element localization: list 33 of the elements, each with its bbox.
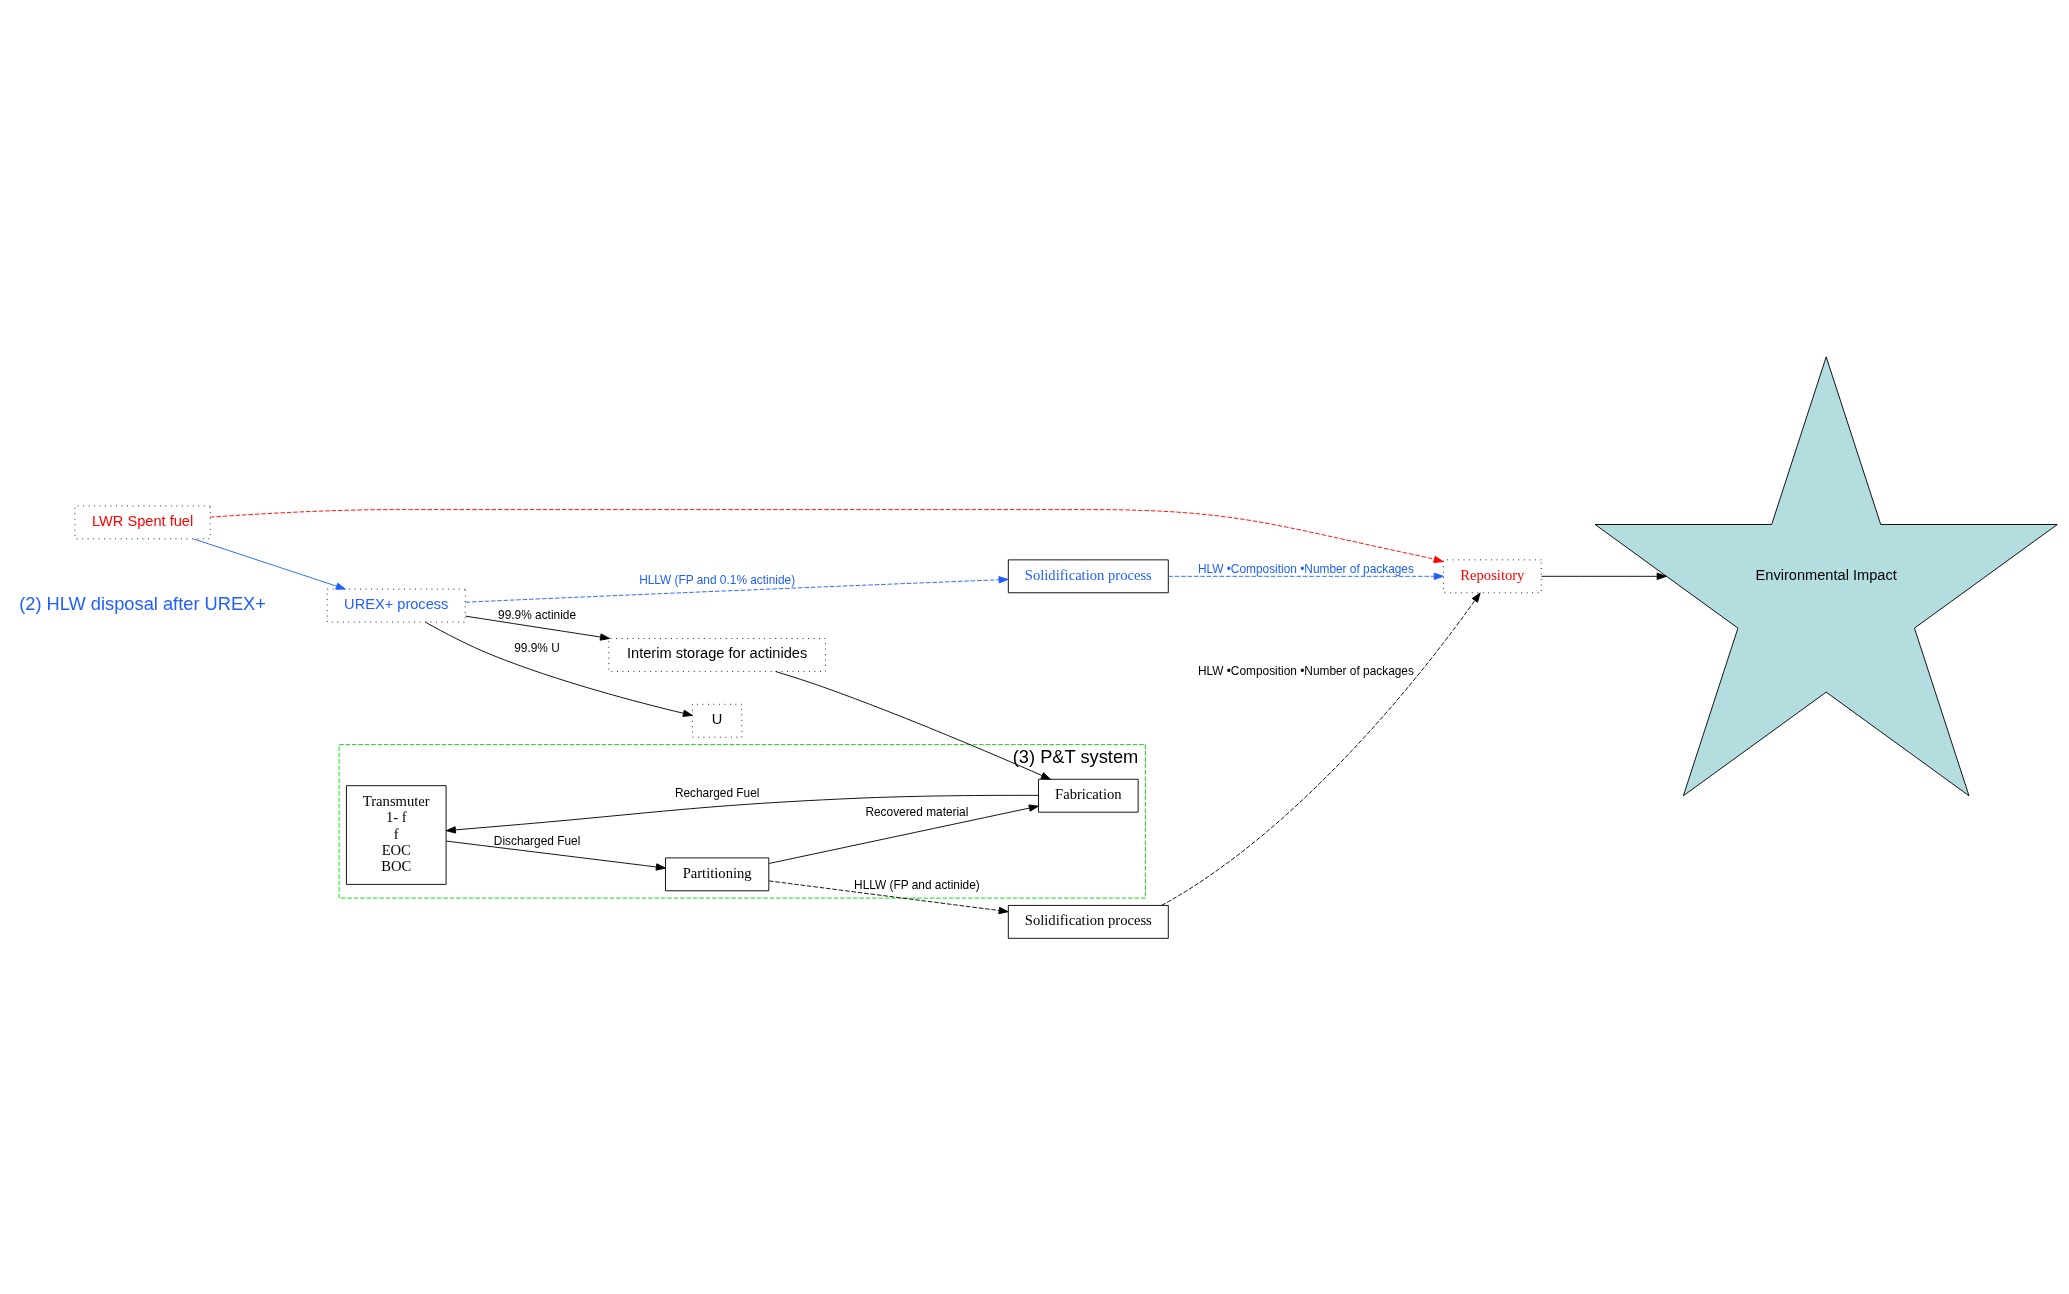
arrow	[465, 615, 611, 641]
edge-label: 99.9% actinide	[498, 607, 576, 622]
arrow	[768, 879, 1009, 914]
node-box: Partitioning	[665, 856, 770, 891]
arrow	[1161, 591, 1481, 906]
edge-label: HLW •Composition •Number of packages	[1197, 561, 1414, 576]
edge-label: Discharged Fuel	[493, 833, 581, 848]
node-box: Repository	[1443, 558, 1542, 593]
edge-label: HLLW (FP and actinide)	[854, 877, 980, 892]
node-box: UREX+ process	[326, 588, 466, 622]
arrow	[768, 803, 1039, 864]
edge-label: Recharged Fuel	[674, 785, 760, 800]
node-box: Transmuter 1- f f EOC BOC	[346, 784, 447, 885]
node-box: Solidification process	[1007, 904, 1169, 939]
node-box: Solidification process	[1007, 558, 1169, 593]
edge-label: 99.9% U	[514, 640, 560, 655]
node-box: Interim storage for actinides	[608, 637, 826, 672]
edge-label: HLLW (FP and 0.1% actinide)	[639, 572, 796, 587]
arrow	[445, 794, 1039, 834]
arrow	[464, 575, 1009, 603]
arrow	[425, 621, 693, 717]
label: (2) HLW disposal after UREX+	[19, 592, 266, 614]
edge-label: Recovered material	[865, 804, 969, 819]
node-box: LWR Spent fuel	[74, 504, 211, 539]
arrow	[445, 840, 666, 871]
node-box: Fabrication	[1038, 778, 1139, 813]
arrow	[209, 508, 1444, 563]
arrow	[775, 670, 1051, 780]
edge-label: HLW •Composition •Number of packages	[1197, 663, 1414, 678]
arrow	[1541, 572, 1667, 580]
node-box: U	[692, 703, 743, 738]
arrow	[193, 537, 346, 590]
arrow	[1168, 572, 1444, 580]
